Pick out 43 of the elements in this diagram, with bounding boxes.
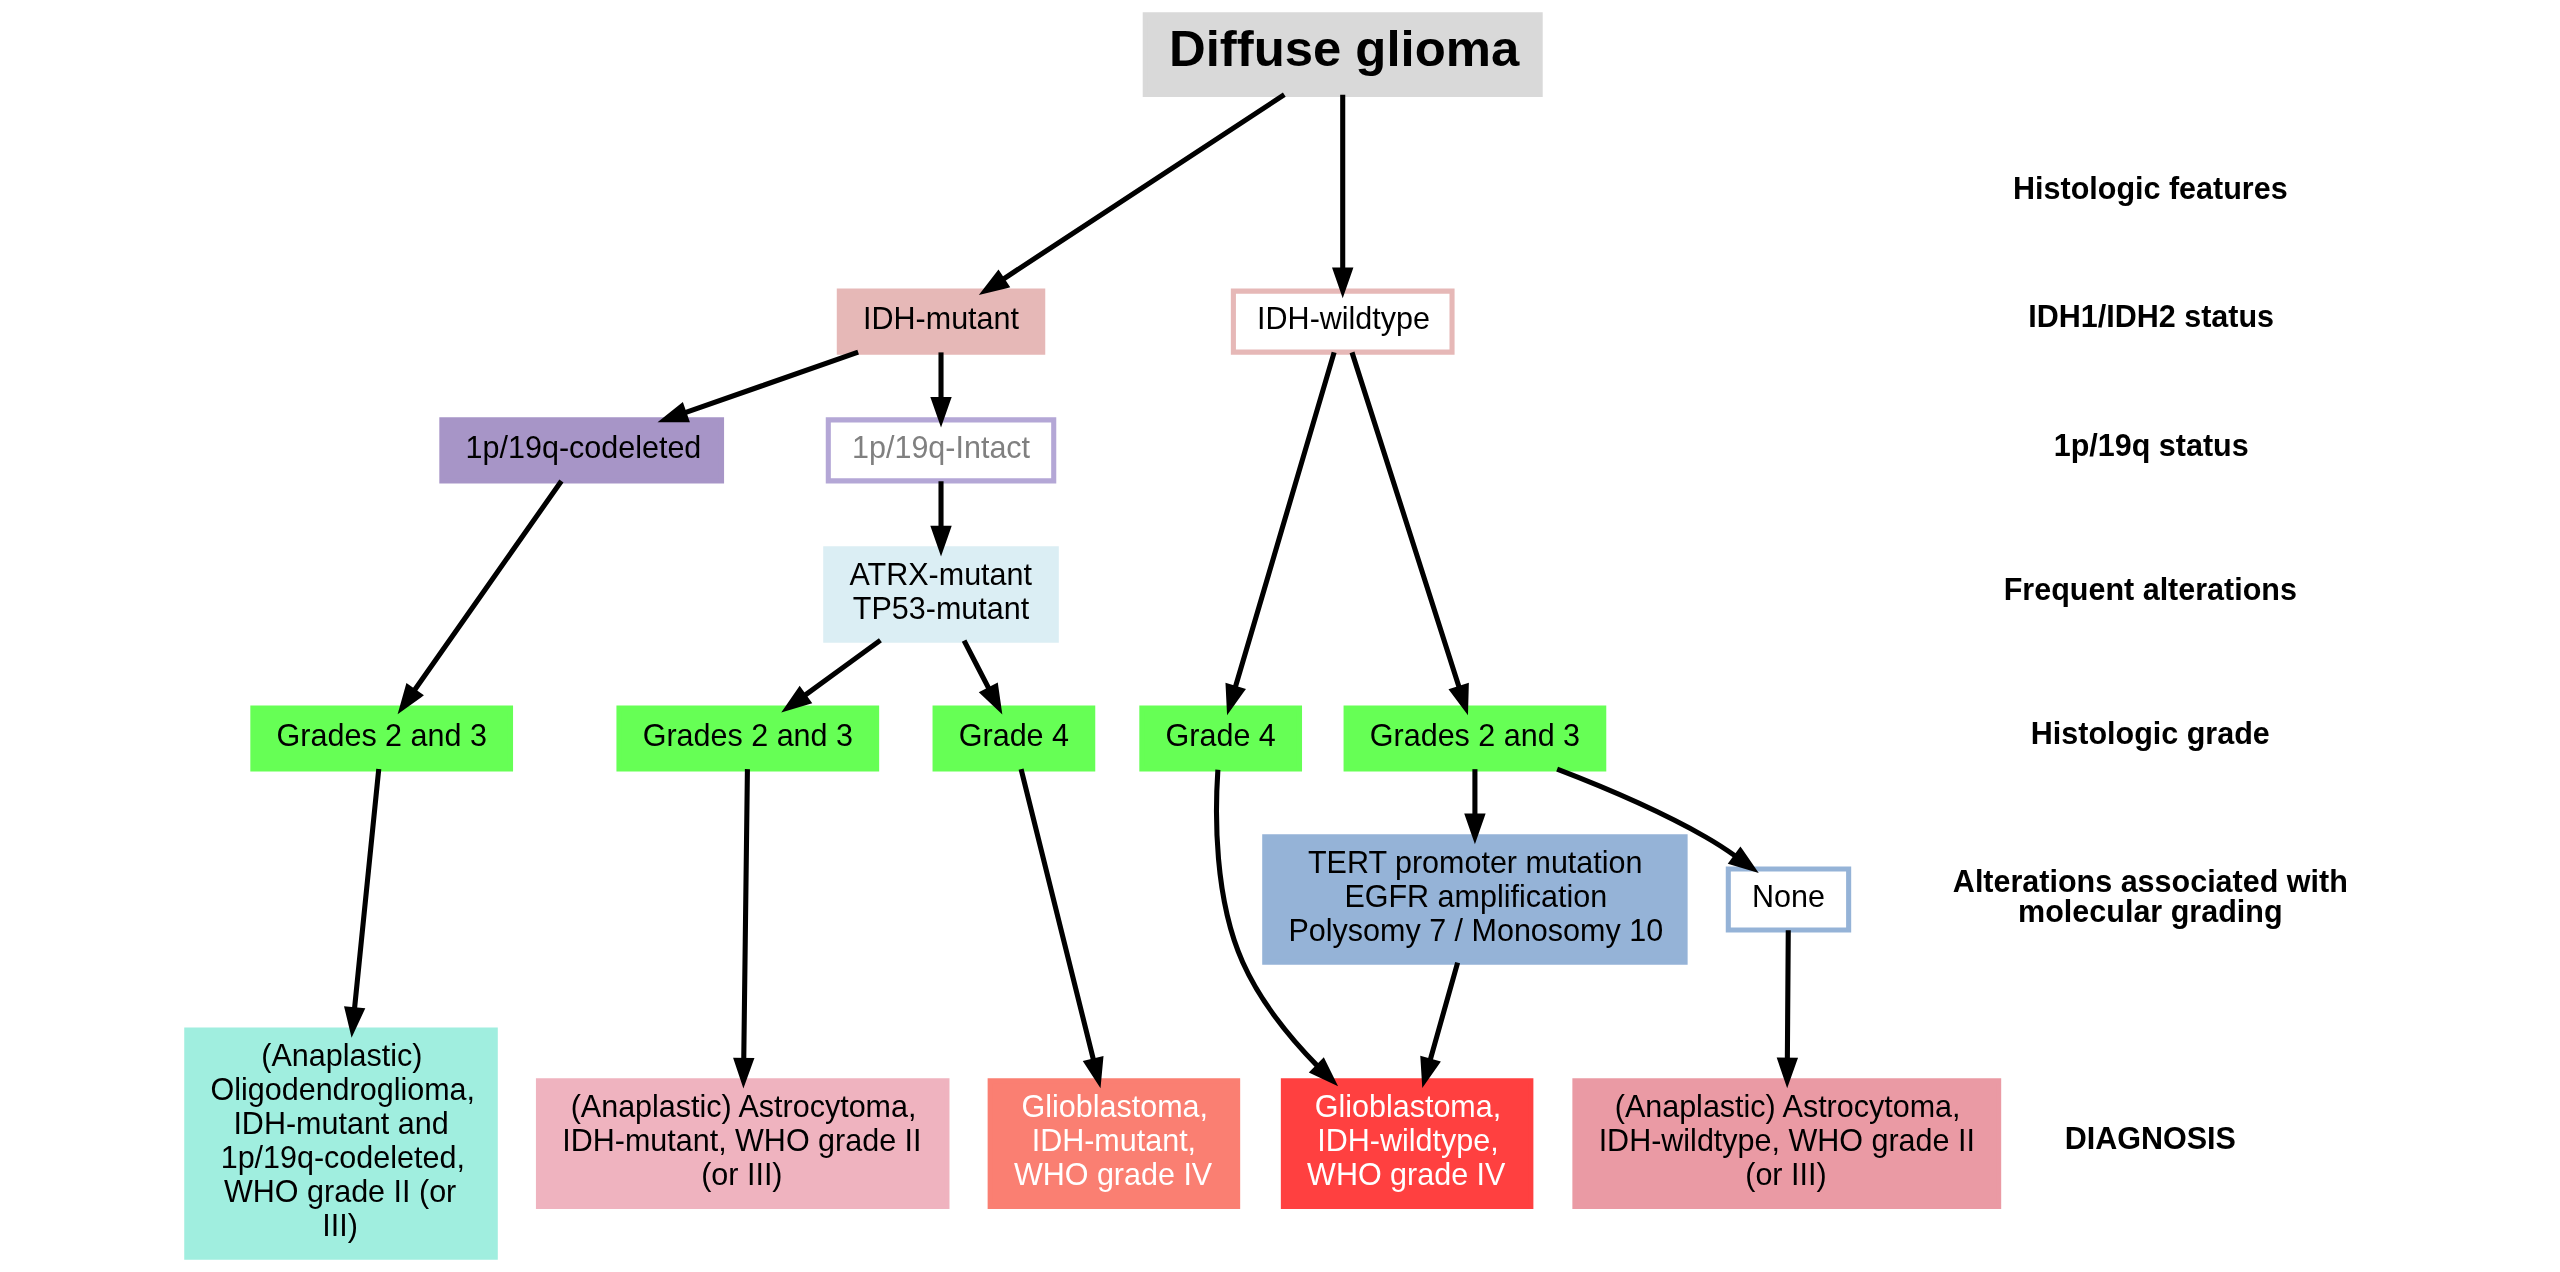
arrow — [930, 481, 952, 557]
arrow — [930, 352, 952, 428]
node-box: TERT promoter mutation EGFR amplification Polysomy 7 / Monosomy 10 — [1262, 834, 1688, 965]
arrow — [1225, 351, 1337, 716]
label: Alterations associated with molecular grading — [1952, 863, 2348, 929]
arrow — [733, 769, 755, 1089]
node-box: Grades 2 and 3 — [1343, 705, 1607, 772]
arrow — [978, 92, 1286, 296]
node-box: 1p/19q-Intact — [825, 417, 1057, 484]
arrow — [1349, 351, 1469, 716]
arrow — [344, 768, 382, 1038]
node-box: Grade 4 — [1139, 705, 1303, 772]
arrow — [1420, 961, 1461, 1089]
label: DIAGNOSIS — [2064, 1121, 2236, 1156]
node-box: Glioblastoma, IDH-wildtype, WHO grade IV — [1280, 1078, 1534, 1209]
node-box: ATRX-mutant TP53-mutant — [823, 546, 1059, 643]
arrow — [657, 349, 859, 423]
label: IDH1/IDH2 status — [2028, 299, 2275, 334]
arrow — [1556, 766, 1759, 874]
node-box: Grades 2 and 3 — [616, 705, 880, 772]
label: 1p/19q status — [2053, 428, 2249, 463]
node-box: (Anaplastic) Astrocytoma, IDH-wildtype, WHO grade II (or III) — [1572, 1078, 2002, 1209]
label: Histologic grade — [2030, 716, 2270, 751]
arrow — [1776, 930, 1799, 1089]
node-box: IDH-mutant — [836, 288, 1046, 355]
node-box: Diffuse glioma — [1142, 12, 1543, 97]
arrow — [1464, 769, 1486, 845]
node-box: Grade 4 — [932, 705, 1096, 772]
node-box: (Anaplastic) Oligodendroglioma, IDH-mutant and 1p/19q-codeleted, WHO grade II (or III) — [184, 1027, 498, 1260]
label: Histologic features — [2013, 170, 2288, 205]
arrow — [781, 638, 882, 713]
arrow — [1214, 769, 1339, 1087]
node-box: (Anaplastic) Astrocytoma, IDH-mutant, WHO grade II (or III) — [535, 1078, 950, 1209]
node-box: 1p/19q-codeleted — [439, 417, 725, 484]
label: Frequent alterations — [2003, 572, 2297, 607]
arrow — [1018, 768, 1104, 1089]
arrow — [397, 479, 564, 715]
arrow — [961, 639, 1003, 715]
arrow — [1332, 94, 1354, 299]
node-box: Grades 2 and 3 — [250, 705, 514, 772]
node-box: IDH-wildtype — [1230, 288, 1455, 355]
node-box: None — [1725, 866, 1852, 933]
node-box: Glioblastoma, IDH-mutant, WHO grade IV — [987, 1078, 1241, 1209]
